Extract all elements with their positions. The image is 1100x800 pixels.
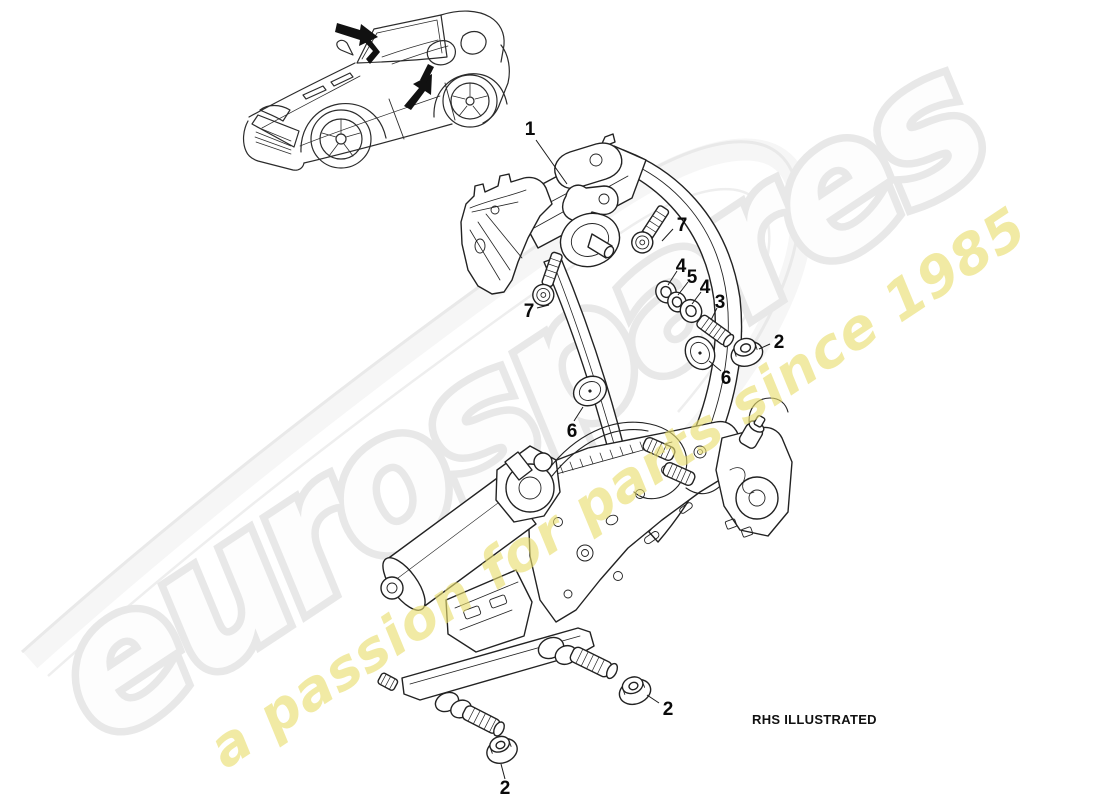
callout-2-bottom-mid: 2 [663,699,674,720]
nut-2-mid [730,337,764,367]
grommet-6-right [684,335,716,371]
callout-4-a: 4 [676,256,687,277]
drive-plate [527,420,743,623]
rhs-illustrated-caption: RHS ILLUSTRATED [752,712,877,727]
callout-6-left: 6 [567,421,578,442]
cable-adjuster-b [662,461,696,487]
callout-2-bottom-left: 2 [500,778,511,799]
connector-bracket [715,414,793,538]
callout-2-mid: 2 [774,332,785,353]
nut-2-bottom-left [486,735,518,764]
stud-3 [696,314,735,348]
grommet-6-left [572,375,608,407]
car-front-wheel [310,109,372,169]
door-glass-bracket-rear [420,64,434,83]
car-front-bumper [242,120,305,171]
callout-4-b: 4 [700,277,711,298]
stud-bottom-left [434,691,505,737]
door-glass-bracket-front [361,34,380,64]
callout-7-top: 7 [677,215,688,236]
callout-5: 5 [687,267,698,288]
nut-2-bottom-mid [618,676,652,706]
car-grille [251,114,300,148]
car-seats [426,30,487,66]
bolt-7-left [532,251,563,307]
washer-4b [679,298,703,324]
callout-1: 1 [525,119,536,140]
regulator-upper-bracket [460,133,647,295]
stud-bottom-mid [537,636,619,680]
window-motor [380,445,561,653]
car-hood [248,62,356,118]
car-rear-fender [482,44,510,124]
callout-3: 3 [715,292,726,313]
door-glass-arrow-rear [404,74,432,110]
callout-7-left: 7 [524,301,535,322]
car-headlamp [259,104,291,122]
bolt-7-top [631,205,670,254]
callout-leader-lines [500,139,771,780]
car-rear-deck [440,10,505,63]
car-rear-wheel [442,74,498,128]
vehicle-inset [242,10,510,171]
car-mirror [336,39,354,56]
cable-adjuster-a [642,436,676,462]
callout-6-right: 6 [721,368,732,389]
